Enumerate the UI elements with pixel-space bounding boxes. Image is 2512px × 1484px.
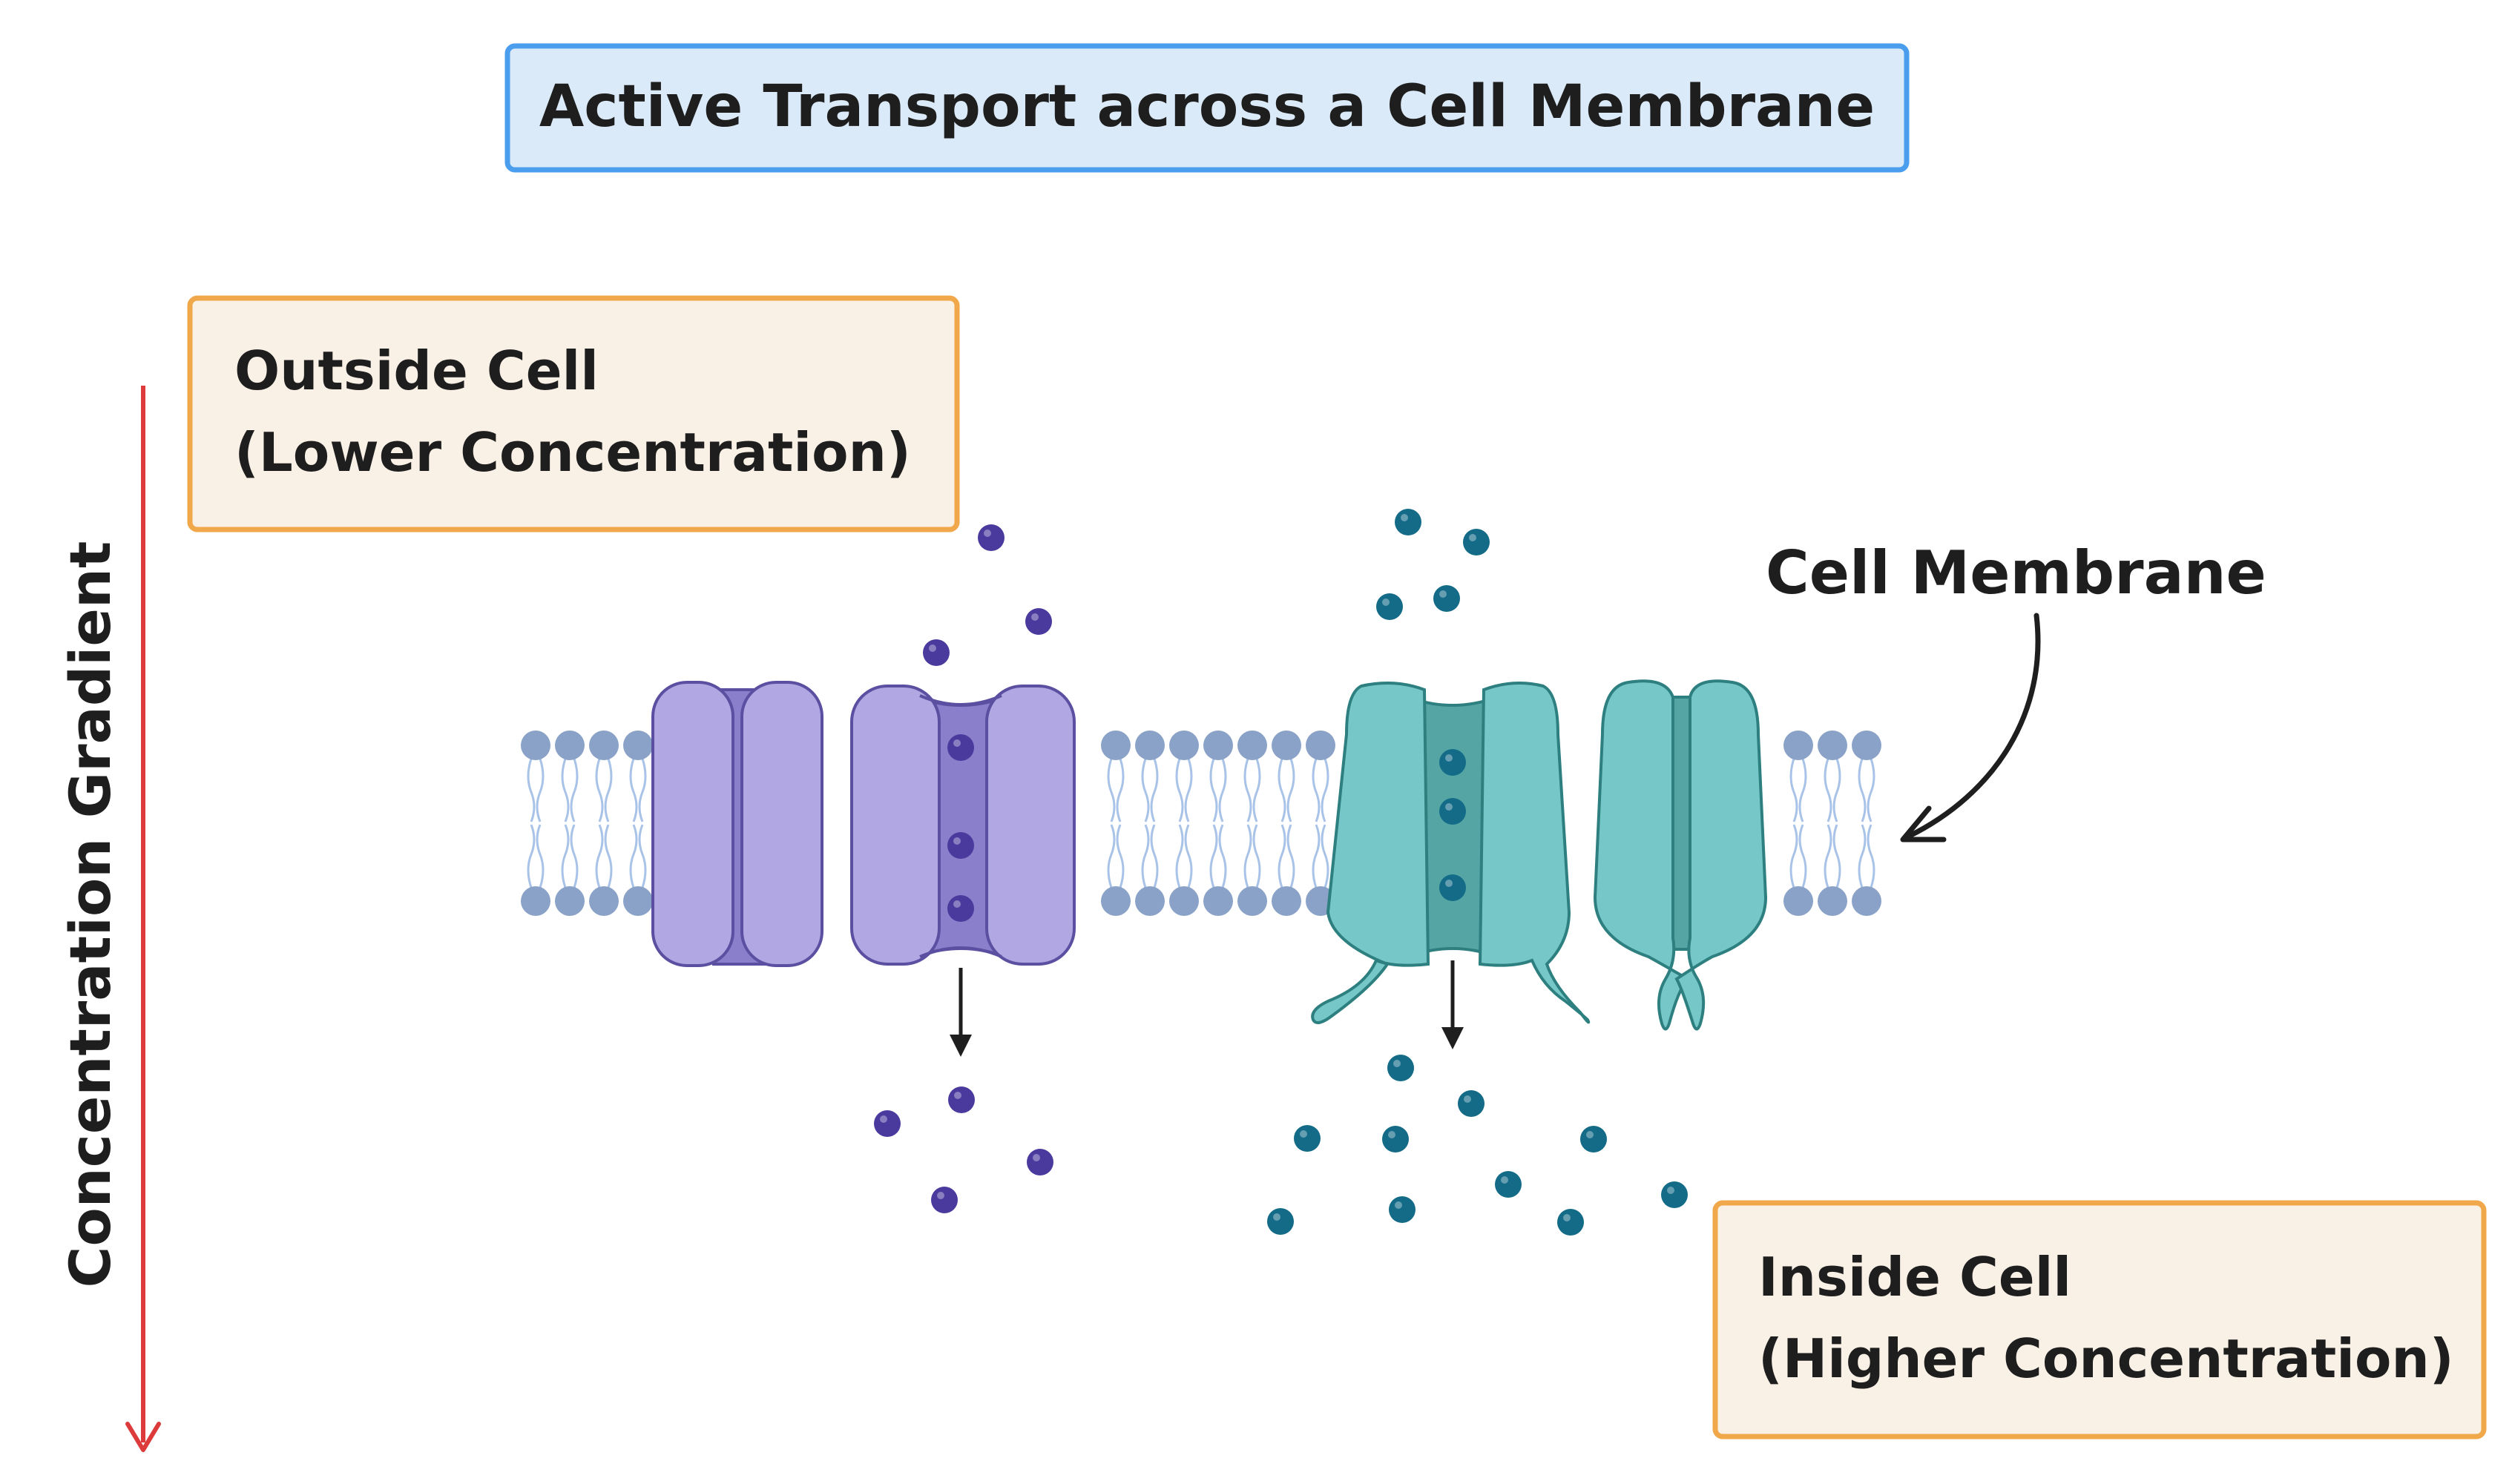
lipid-head	[521, 886, 550, 916]
teal-particle	[1557, 1209, 1584, 1236]
teal-particle	[1267, 1208, 1294, 1235]
teal-particle	[1439, 749, 1466, 776]
lipid-head	[1272, 731, 1301, 760]
outside-cell-label: Outside Cell	[234, 340, 599, 402]
lipid-head	[1237, 731, 1267, 760]
teal-particle	[1439, 798, 1466, 825]
purple-carrier-protein-icon	[850, 685, 1076, 966]
lipid-molecule	[1101, 731, 1131, 916]
lipid-head	[1272, 886, 1301, 916]
purple-particle	[947, 895, 974, 922]
teal-particle	[1433, 585, 1460, 612]
lipid-head	[1783, 731, 1813, 760]
purple-particle	[874, 1110, 901, 1137]
lipid-bilayer	[521, 731, 1881, 916]
lipid-head	[521, 731, 550, 760]
lipid-head	[589, 731, 619, 760]
outside-cell-box: Outside Cell (Lower Concentration)	[187, 295, 960, 532]
lipid-head	[1237, 886, 1267, 916]
lipid-head	[1169, 731, 1199, 760]
lipid-molecule	[623, 731, 653, 916]
inside-cell-box: Inside Cell (Higher Concentration)	[1712, 1200, 2487, 1440]
purple-particle	[947, 734, 974, 761]
lipid-head	[1203, 886, 1233, 916]
outside-cell-concentration: (Lower Concentration)	[234, 421, 911, 484]
teal-particle	[1495, 1171, 1522, 1198]
purple-particle	[978, 524, 1005, 551]
teal-particle	[1458, 1090, 1484, 1117]
lipid-molecule	[521, 731, 550, 916]
teal-particle	[1387, 1055, 1414, 1081]
inside-cell-label: Inside Cell	[1758, 1246, 2071, 1308]
lipid-head	[1101, 886, 1131, 916]
lipid-molecule	[1272, 731, 1301, 916]
lipid-head	[1135, 886, 1165, 916]
teal-particle	[1580, 1126, 1607, 1152]
lipid-molecule	[1169, 731, 1199, 916]
lipid-head	[1101, 731, 1131, 760]
lipid-head	[1306, 731, 1335, 760]
teal-pump-protein-icon	[1311, 682, 1591, 1024]
purple-particle	[947, 832, 974, 859]
lipid-head	[555, 886, 585, 916]
lipid-molecule	[1818, 731, 1847, 916]
lipid-head	[1169, 886, 1199, 916]
lipid-molecule	[1852, 731, 1881, 916]
lipid-head	[1135, 731, 1165, 760]
lipid-head	[555, 731, 585, 760]
lipid-head	[1852, 731, 1881, 760]
lipid-molecule	[555, 731, 585, 916]
purple-flow-arrow	[950, 968, 972, 1057]
purple-particle	[948, 1086, 975, 1113]
lipid-head	[623, 731, 653, 760]
cell-membrane-label: Cell Membrane	[1766, 538, 2266, 607]
lipid-head	[1203, 731, 1233, 760]
lipid-molecule	[1783, 731, 1813, 916]
teal-particle	[1661, 1181, 1688, 1208]
lipid-head	[1818, 886, 1847, 916]
lipid-head	[1783, 886, 1813, 916]
diagram-title: Active Transport across a Cell Membrane	[539, 73, 1875, 140]
lipid-molecule	[1135, 731, 1165, 916]
teal-particle	[1395, 509, 1421, 535]
purple-particle	[923, 639, 950, 666]
purple-particle	[931, 1187, 958, 1213]
membrane-pointer-arrow	[1900, 613, 2041, 842]
lipid-head	[623, 886, 653, 916]
lipid-molecule	[1237, 731, 1267, 916]
purple-particle	[1027, 1149, 1053, 1175]
title-box: Active Transport across a Cell Membrane	[504, 43, 1910, 173]
teal-particle	[1389, 1196, 1416, 1223]
teal-particle	[1294, 1125, 1321, 1152]
lipid-molecule	[589, 731, 619, 916]
inside-cell-concentration: (Higher Concentration)	[1758, 1328, 2454, 1390]
lipid-head	[1818, 731, 1847, 760]
teal-flow-arrow	[1441, 960, 1464, 1049]
lipid-head	[589, 886, 619, 916]
teal-particle	[1382, 1126, 1409, 1152]
purple-particle	[1025, 608, 1052, 635]
teal-particle	[1463, 529, 1490, 555]
teal-gated-channel-icon	[1593, 679, 1768, 1031]
lipid-head	[1852, 886, 1881, 916]
particles	[874, 509, 1688, 1236]
concentration-gradient-arrow	[125, 386, 161, 1452]
teal-particle	[1439, 874, 1466, 901]
purple-channel-protein-icon	[651, 681, 823, 967]
lipid-molecule	[1203, 731, 1233, 916]
teal-particle	[1376, 593, 1403, 620]
concentration-gradient-label: Concentration Gradient	[57, 541, 123, 1288]
lipid-molecule	[1306, 731, 1335, 916]
